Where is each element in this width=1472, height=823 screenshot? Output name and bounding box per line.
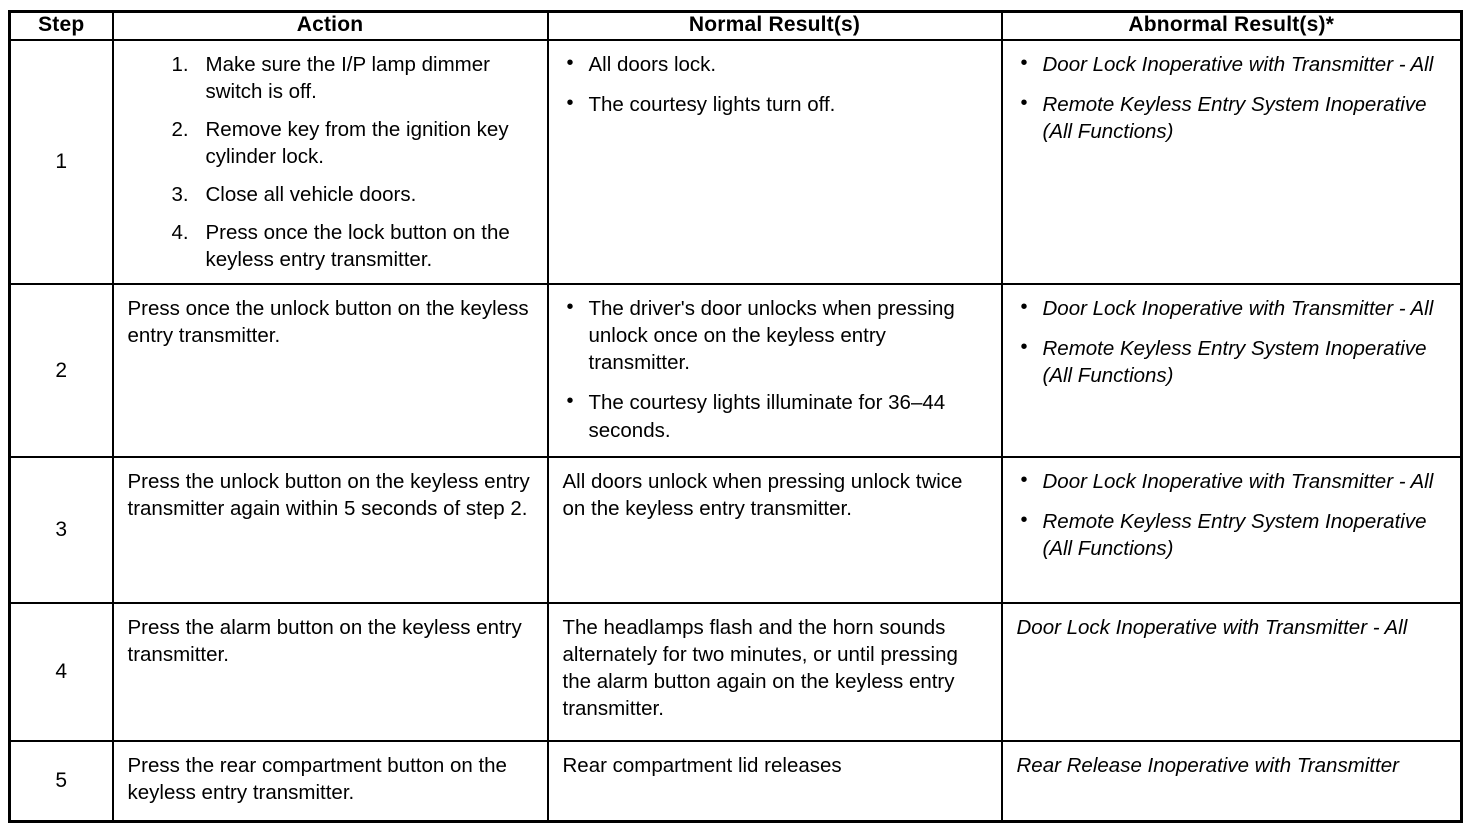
list-item: Door Lock Inoperative with Transmitter -… [1017,50,1449,78]
list-item: Remote Keyless Entry System Inoperative … [1017,334,1449,389]
normal-bullet-list: The driver's door unlocks when pressing … [563,294,989,443]
table-row: 4 Press the alarm button on the keyless … [8,602,1463,743]
abnormal-bullet-list: Door Lock Inoperative with Transmitter -… [1017,50,1449,145]
table-row: 1 Make sure the I/P lamp dimmer switch i… [8,38,1463,286]
normal-result-cell: The driver's door unlocks when pressing … [546,283,1003,459]
action-numbered-list: Make sure the I/P lamp dimmer switch is … [128,51,535,273]
header-row: Step Action Normal Result(s) Abnormal Re… [8,10,1463,41]
action-cell: Press the alarm button on the keyless en… [111,602,549,743]
abnormal-result-cell: Rear Release Inoperative with Transmitte… [1000,740,1463,823]
abnormal-bullet-list: Door Lock Inoperative with Transmitter -… [1017,467,1449,562]
table-row: 2 Press once the unlock button on the ke… [8,283,1463,459]
column-header-abnormal: Abnormal Result(s)* [1000,10,1463,41]
action-text: Press the alarm button on the keyless en… [127,616,522,667]
abnormal-result-cell: Door Lock Inoperative with Transmitter -… [1000,283,1463,459]
action-cell: Press the rear compartment button on the… [111,740,549,823]
abnormal-result-cell: Door Lock Inoperative with Transmitter -… [1000,602,1463,743]
list-item: The courtesy lights illuminate for 36–44… [563,388,989,443]
step-number-cell: 5 [8,740,114,823]
list-item: Remote Keyless Entry System Inoperative … [1017,90,1449,145]
list-item: The courtesy lights turn off. [563,90,989,118]
list-item: Door Lock Inoperative with Transmitter -… [1017,467,1449,495]
table-row: 5 Press the rear compartment button on t… [8,740,1463,823]
list-item: Close all vehicle doors. [172,181,417,208]
column-header-action: Action [111,10,549,41]
table-header: Step Action Normal Result(s) Abnormal Re… [8,10,1463,41]
action-text: Press the unlock button on the keyless e… [127,470,530,521]
list-item: Make sure the I/P lamp dimmer switch is … [172,51,490,104]
document-page: Step Action Normal Result(s) Abnormal Re… [0,0,1472,772]
step-number-cell: 1 [8,38,114,286]
list-item: Door Lock Inoperative with Transmitter -… [1017,294,1449,322]
abnormal-result-text: Door Lock Inoperative with Transmitter -… [1016,616,1408,640]
abnormal-result-cell: Door Lock Inoperative with Transmitter -… [1000,38,1463,286]
normal-result-cell: The headlamps flash and the horn sounds … [546,602,1003,743]
normal-result-text: All doors unlock when pressing unlock tw… [562,470,963,521]
normal-result-text: Rear compartment lid releases [562,754,842,778]
list-item: Remote Keyless Entry System Inoperative … [1017,507,1449,562]
step-number-cell: 4 [8,602,114,743]
normal-result-cell: Rear compartment lid releases [546,740,1003,823]
table-row: 3 Press the unlock button on the keyless… [8,456,1463,605]
step-number-cell: 3 [8,456,114,605]
action-text: Press once the unlock button on the keyl… [127,297,529,348]
action-text: Press the rear compartment button on the… [127,754,507,805]
list-item: The driver's door unlocks when pressing … [563,294,989,376]
column-header-step: Step [8,10,114,41]
normal-result-text: The headlamps flash and the horn sounds … [562,616,958,721]
diagnostic-table: Step Action Normal Result(s) Abnormal Re… [8,10,1463,823]
list-item: Remove key from the ignition key cylinde… [172,116,509,169]
action-cell: Make sure the I/P lamp dimmer switch is … [111,38,549,286]
abnormal-result-text: Rear Release Inoperative with Transmitte… [1016,754,1399,778]
step-number-cell: 2 [8,283,114,459]
action-cell: Press the unlock button on the keyless e… [111,456,549,605]
normal-result-cell: All doors lock. The courtesy lights turn… [546,38,1003,286]
abnormal-bullet-list: Door Lock Inoperative with Transmitter -… [1017,294,1449,389]
list-item: All doors lock. [563,50,989,78]
list-item: Press once the lock button on the keyles… [172,219,510,272]
table-body: 1 Make sure the I/P lamp dimmer switch i… [8,38,1463,823]
normal-result-cell: All doors unlock when pressing unlock tw… [546,456,1003,605]
action-cell: Press once the unlock button on the keyl… [111,283,549,459]
abnormal-result-cell: Door Lock Inoperative with Transmitter -… [1000,456,1463,605]
normal-bullet-list: All doors lock. The courtesy lights turn… [563,50,989,118]
column-header-normal: Normal Result(s) [546,10,1003,41]
